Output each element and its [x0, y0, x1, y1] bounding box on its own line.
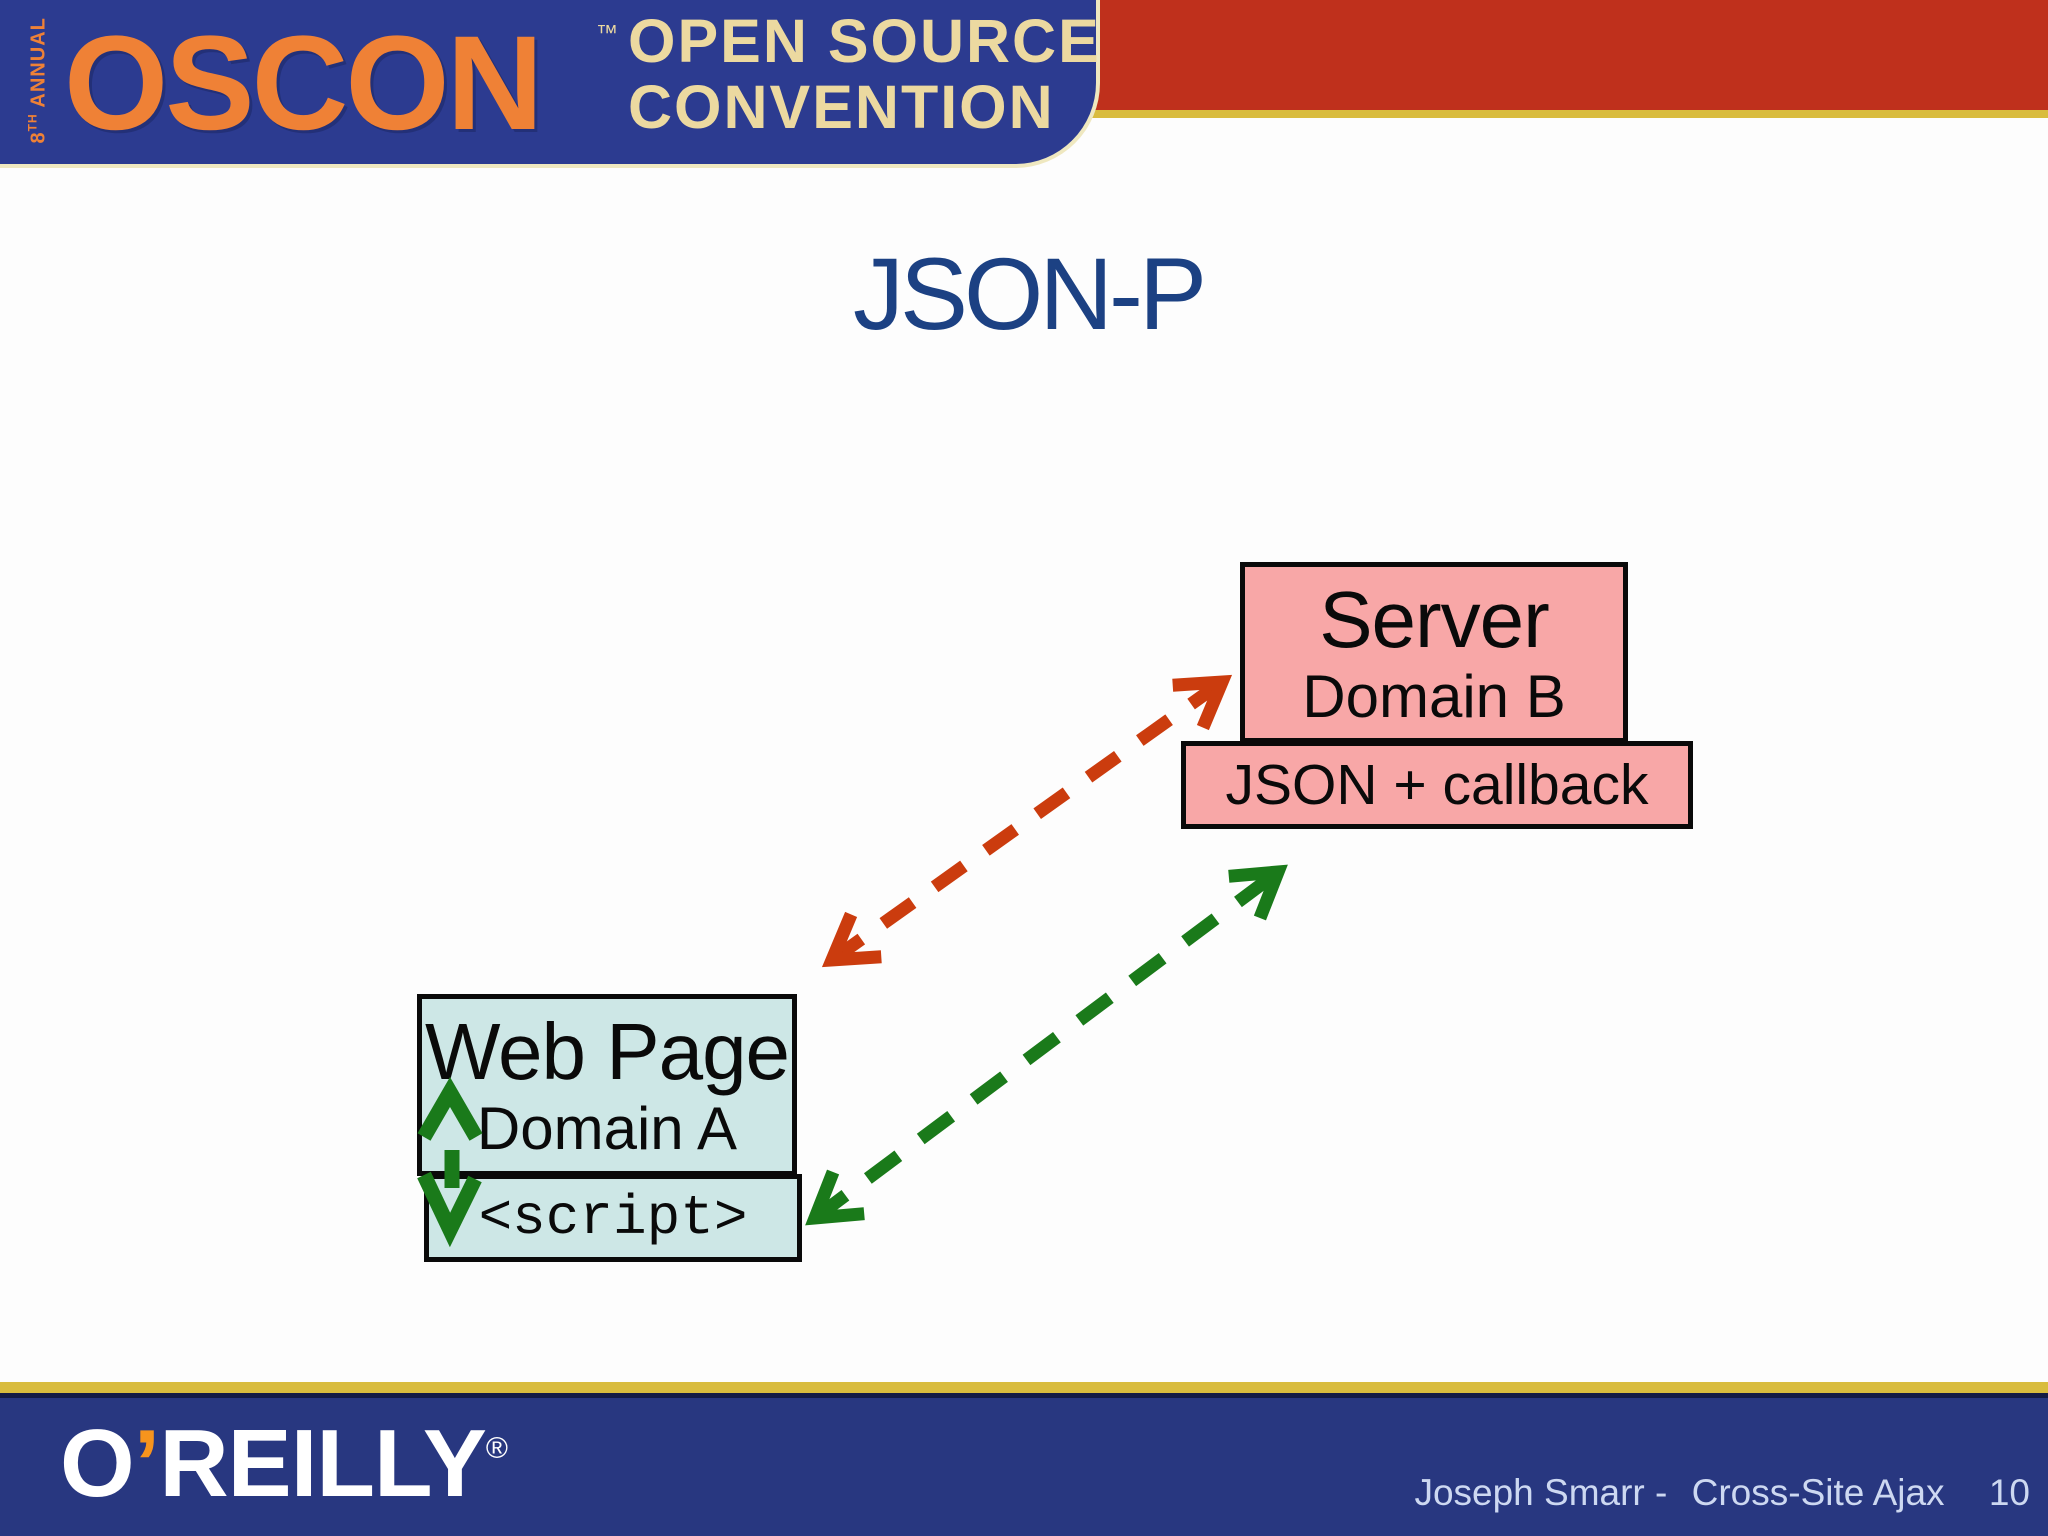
json-callback-box: JSON + callback — [1181, 741, 1693, 829]
oscon-logo-block — [0, 0, 1100, 168]
server-box-subtitle: Domain B — [1302, 662, 1566, 730]
oreilly-logo-o: O — [60, 1410, 135, 1517]
annual-number: 8 — [27, 131, 50, 144]
json-callback-label: JSON + callback — [1225, 753, 1649, 817]
server-box-title: Server — [1319, 574, 1550, 664]
annual-label: 8TH ANNUAL — [26, 5, 51, 155]
footer-bar — [0, 1398, 2048, 1536]
trademark-symbol: ™ — [596, 20, 618, 45]
oreilly-logo-rest: REILLY — [159, 1410, 487, 1517]
oreilly-logo-apostrophe: ’ — [133, 1410, 161, 1517]
conference-tagline: OPEN SOURCE CONVENTION — [628, 7, 1101, 141]
webpage-box: Web Page Domain A — [417, 994, 797, 1176]
request-arrow-icon — [821, 674, 1233, 968]
annual-word: ANNUAL — [27, 17, 50, 114]
script-tag-box: <script> — [424, 1174, 802, 1262]
webpage-box-title: Web Page — [424, 1007, 790, 1096]
webpage-box-subtitle: Domain A — [476, 1095, 738, 1162]
script-tag-label: <script> — [478, 1186, 748, 1250]
server-box: Server Domain B — [1240, 562, 1628, 743]
response-arrow-icon — [805, 864, 1288, 1226]
credit-deck-title: Cross-Site Ajax — [1691, 1472, 1945, 1513]
annual-ordinal: TH — [25, 113, 40, 132]
footer-dark-strip — [0, 1393, 2048, 1398]
page-title: JSON-P — [852, 237, 1207, 351]
credit-author: Joseph Smarr - — [1414, 1472, 1668, 1513]
oscon-logo: OSCON — [64, 9, 543, 158]
registered-symbol: ® — [485, 1432, 508, 1465]
page-number: 10 — [1988, 1472, 2030, 1513]
oreilly-logo: O’REILLY® — [60, 1416, 508, 1512]
footer-gold-strip — [0, 1382, 2048, 1393]
footer-credit: Joseph Smarr - Cross-Site Ajax 10 — [1414, 1472, 2030, 1514]
